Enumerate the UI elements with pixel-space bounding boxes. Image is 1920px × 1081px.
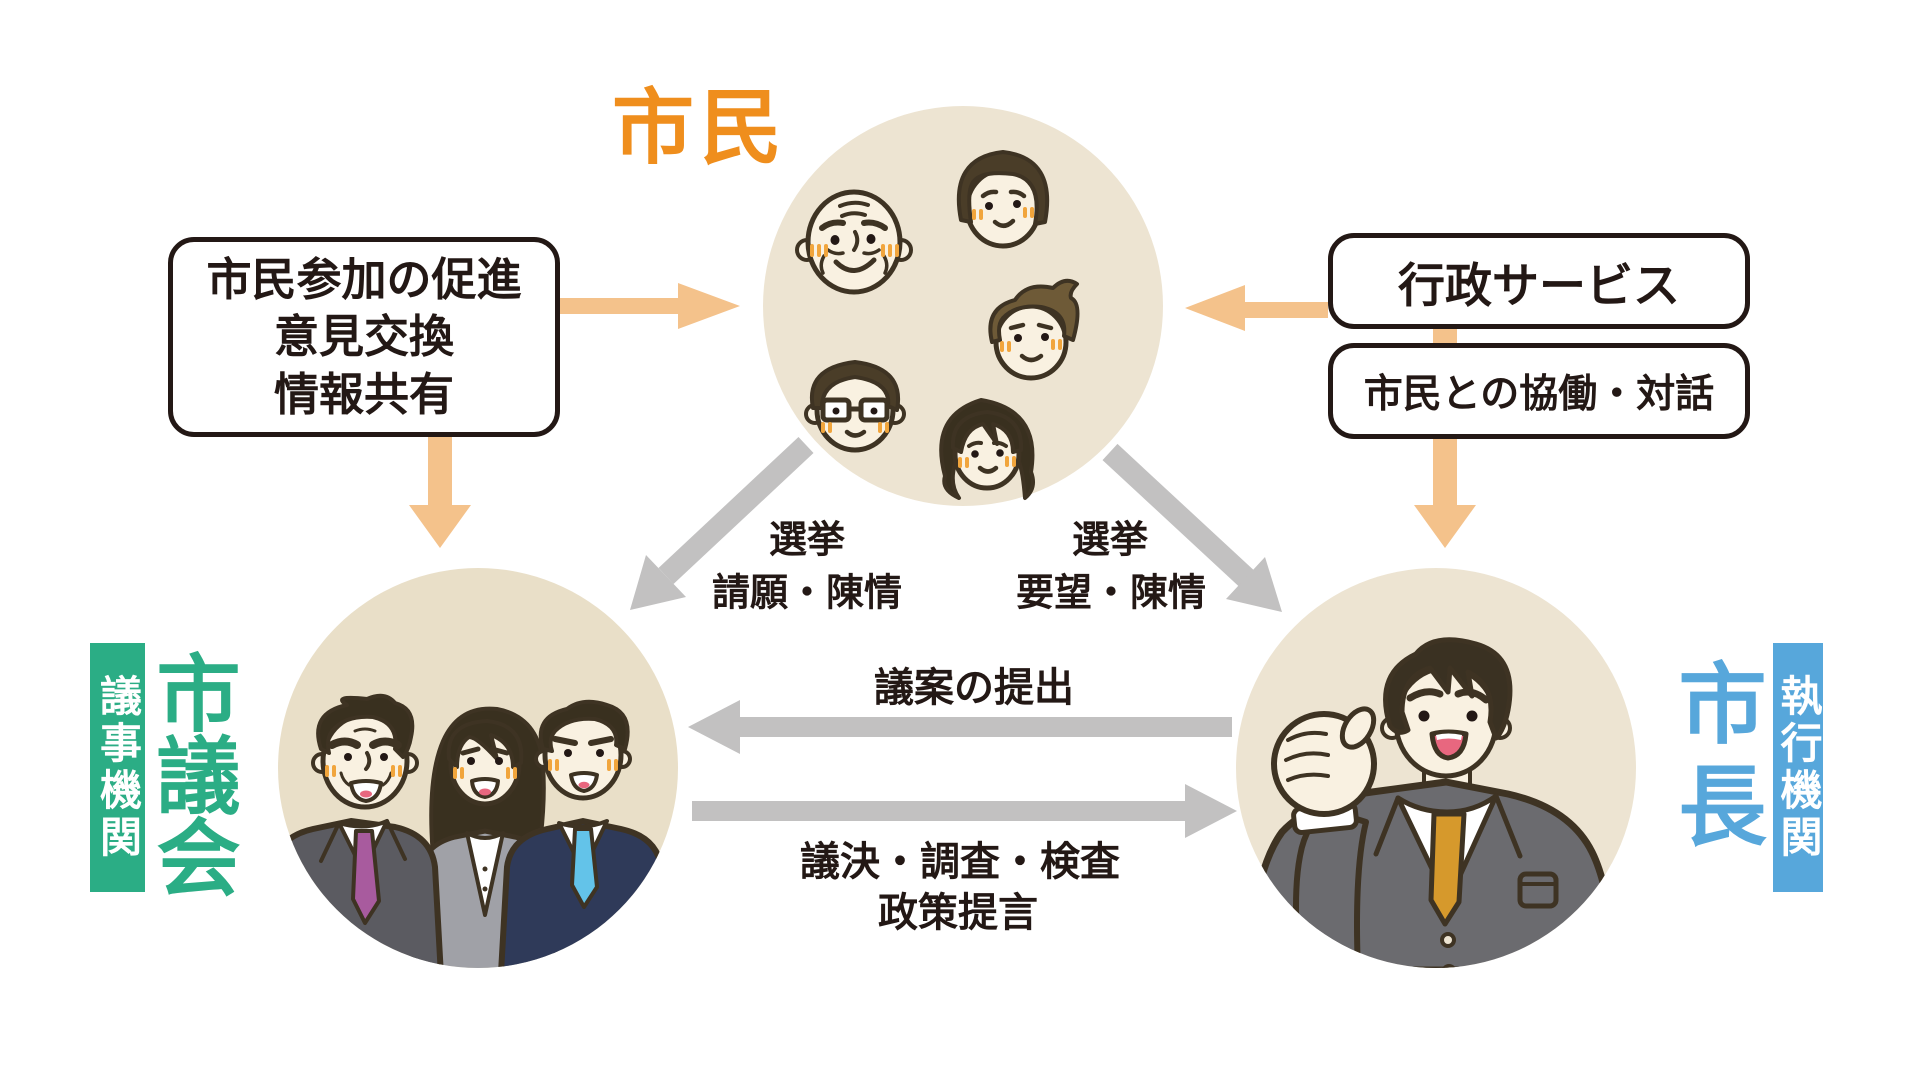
callout-collaboration-dialogue: 市民との協働・対話: [1328, 343, 1750, 439]
callout-line: 情報共有: [273, 367, 454, 421]
citizen-glasses-man-icon: [804, 360, 906, 453]
callout-citizen-participation: 市民参加の促進 意見交換 情報共有: [168, 237, 560, 437]
edge-label-bill-submission: 議案の提出: [874, 665, 1074, 711]
arrow-left-box-to-council: [409, 437, 471, 548]
citizen-boy-icon: [988, 278, 1080, 381]
arrow-council-to-mayor: [692, 784, 1237, 838]
arrow-right-box-to-citizens: [1185, 285, 1328, 331]
mayor-role-badge-label: 執行機関: [1774, 673, 1823, 862]
mayor-node-illustration: [1236, 568, 1636, 968]
edge-label-election-right: 選挙: [1071, 517, 1149, 562]
mayor-role-badge: 執行機関: [1773, 643, 1823, 892]
council-young-man-icon: [498, 699, 670, 968]
callout-line: 意見交換: [273, 310, 454, 364]
mayor-title: 市長: [1664, 658, 1767, 862]
edge-label-requests: 要望・陳情: [1015, 570, 1207, 615]
council-node-illustration: [278, 568, 678, 968]
citizen-elderly-man-icon: [795, 189, 913, 295]
edge-label-policy-proposal: 政策提言: [878, 890, 1038, 936]
citizen-pigtail-girl-icon: [939, 398, 1035, 500]
arrow-citizens-to-mayor: [1102, 443, 1282, 612]
arrow-citizens-to-council: [630, 436, 814, 610]
callout-administrative-services: 行政サービス: [1328, 233, 1750, 329]
edge-label-resolution-investigation: 議決・調査・検査: [800, 839, 1120, 885]
citizens-node-illustration: [763, 106, 1163, 506]
mayor-icon: [1244, 637, 1620, 968]
arrow-left-box-to-citizens: [558, 283, 740, 329]
arrow-mayor-to-council: [688, 700, 1232, 754]
council-role-badge-label: 議事機関: [93, 673, 143, 862]
council-role-badge: 議事機関: [90, 643, 145, 892]
callout-line: 市民参加の促進: [206, 252, 522, 306]
citizen-bob-woman-icon: [956, 150, 1050, 249]
callout-line: 市民との協働・対話: [1363, 372, 1715, 417]
edge-label-petition: 請願・陳情: [711, 570, 903, 615]
council-title: 市議会: [143, 650, 241, 896]
citizens-title: 市民: [612, 81, 789, 176]
edge-label-election-left: 選挙: [768, 517, 846, 562]
callout-line: 行政サービス: [1398, 258, 1680, 314]
